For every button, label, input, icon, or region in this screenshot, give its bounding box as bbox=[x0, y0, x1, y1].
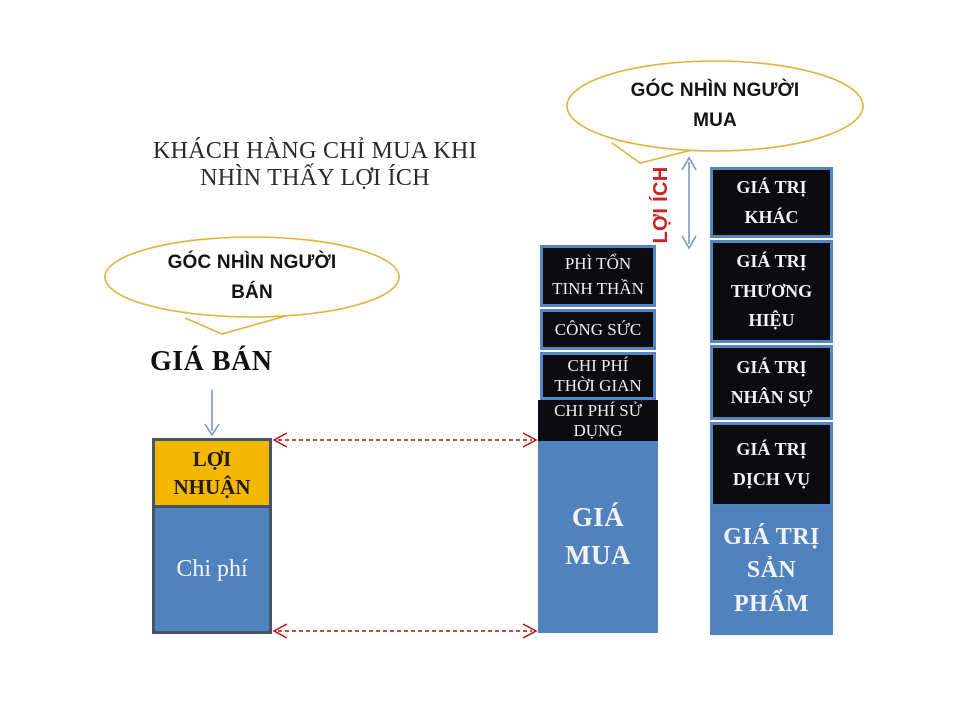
service-value-box: GIÁ TRỊ DỊCH VỤ bbox=[710, 422, 833, 507]
price-width-arrow-top bbox=[272, 432, 538, 448]
brand-value-box: GIÁ TRỊ THƯƠNG HIỆU bbox=[710, 240, 833, 343]
other-value-box: GIÁ TRỊ KHÁC bbox=[710, 167, 833, 238]
mental-cost-box: PHÌ TỔN TINH THẦN bbox=[540, 245, 656, 307]
seller-bubble-label: GÓC NHÌN NGƯỜI BÁN bbox=[167, 252, 337, 303]
profit-box: LỢI NHUẬN bbox=[155, 441, 269, 508]
gia-ban-arrow bbox=[204, 390, 220, 437]
benefit-label: LỢI ÍCH bbox=[650, 166, 672, 244]
cost-box: Chi phí bbox=[176, 556, 248, 582]
time-cost-box: CHI PHÍ THỜI GIAN bbox=[540, 352, 656, 400]
seller-price-bar: LỢI NHUẬN Chi phí bbox=[152, 438, 272, 634]
gia-ban-label: GIÁ BÁN bbox=[150, 346, 273, 377]
buyer-cost-bar: PHÌ TỔN TINH THẦN CÔNG SỨC CHI PHÍ THỜI … bbox=[538, 245, 658, 633]
personnel-value-box: GIÁ TRỊ NHÂN SỰ bbox=[710, 345, 833, 420]
purchase-price-box: GIÁ MUA bbox=[538, 441, 658, 633]
benefit-arrow bbox=[681, 156, 697, 250]
usage-cost-box: CHI PHÍ SỬ DỤNG bbox=[538, 400, 658, 441]
buyer-value-bar: GIÁ TRỊ KHÁC GIÁ TRỊ THƯƠNG HIỆU GIÁ TRỊ… bbox=[710, 167, 833, 635]
product-value-box: GIÁ TRỊ SẢN PHẨM bbox=[710, 507, 833, 635]
slide-title: KHÁCH HÀNG CHỈ MUA KHI NHÌN THẤY LỢI ÍCH bbox=[153, 138, 477, 191]
seller-bubble-tail bbox=[184, 311, 301, 335]
price-width-arrow-bottom bbox=[272, 623, 538, 639]
buyer-bubble-label: GÓC NHÌN NGƯỜI MUA bbox=[630, 80, 800, 131]
effort-box: CÔNG SỨC bbox=[540, 309, 656, 350]
